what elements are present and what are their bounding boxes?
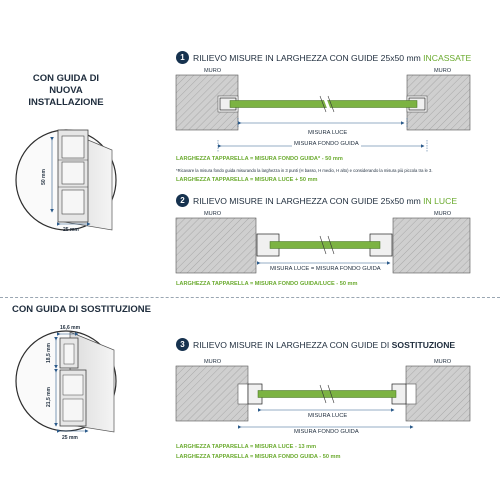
replacement-height-dim: 21,5 mm <box>46 386 53 408</box>
step3-muro-left: MURO <box>204 359 222 365</box>
step1-muro-left: MURO <box>204 68 222 74</box>
section-divider <box>0 297 500 298</box>
step2-number-badge: 2 <box>176 194 189 207</box>
new-install-width-dim: 25 mm <box>63 227 79 233</box>
shutter-slat <box>229 100 418 108</box>
step3-misura-luce: MISURA LUCE <box>306 413 350 419</box>
step2-title: 2 RILIEVO MISURE IN LARGHEZZA CON GUIDE … <box>176 194 457 207</box>
new-install-title: CON GUIDA DI NUOVA INSTALLAZIONE <box>15 73 117 109</box>
step1-title: 1 RILIEVO MISURE IN LARGHEZZA CON GUIDE … <box>176 51 471 64</box>
step1-title-text: RILIEVO MISURE IN LARGHEZZA CON GUIDE 25… <box>193 52 421 63</box>
step1-misura-luce: MISURA LUCE <box>306 130 350 136</box>
replacement-title: CON GUIDA DI SOSTITUZIONE <box>12 304 151 315</box>
step2-title-text: RILIEVO MISURE IN LARGHEZZA CON GUIDE 25… <box>193 195 421 206</box>
replacement-top-dim: 16,6 mm <box>60 325 81 331</box>
step2-formula: LARGHEZZA TAPPARELLA = MISURA FONDO GUID… <box>176 281 358 287</box>
step3-formula1: LARGHEZZA TAPPARELLA = MISURA LUCE - 13 … <box>176 444 317 450</box>
diagram-1-incassate <box>175 74 471 152</box>
new-install-title-line2: INSTALLAZIONE <box>28 97 104 108</box>
step2-misura-label: MISURA LUCE = MISURA FONDO GUIDA <box>268 266 383 272</box>
step1-formula1: LARGHEZZA TAPPARELLA = MISURA FONDO GUID… <box>176 156 343 162</box>
step1-muro-right: MURO <box>434 68 452 74</box>
diagram-3-sostituzione <box>175 365 471 429</box>
step1-misura-fondo-guida: MISURA FONDO GUIDA <box>292 141 361 147</box>
step1-note: *Ricavare la misura fondo guida misurand… <box>176 168 433 173</box>
new-install-height-dim: 50 mm <box>40 169 47 185</box>
replacement-width-dim: 25 mm <box>62 435 78 441</box>
step3-title-highlight: SOSTITUZIONE <box>391 339 456 350</box>
step2-muro-right: MURO <box>434 211 452 217</box>
step1-formula2: LARGHEZZA TAPPARELLA = MISURA LUCE + 50 … <box>176 177 318 183</box>
new-install-title-line1: CON GUIDA DI NUOVA <box>32 73 100 96</box>
new-install-profile-illustration <box>15 129 117 231</box>
replacement-mid-dim: 18,5 mm <box>46 342 53 364</box>
replacement-profile-illustration <box>15 330 117 433</box>
step2-title-highlight: IN LUCE <box>423 195 458 206</box>
step2-muro-left: MURO <box>204 211 222 217</box>
step1-title-highlight: INCASSATE <box>423 52 472 63</box>
step3-number-badge: 3 <box>176 338 189 351</box>
step1-number-badge: 1 <box>176 51 189 64</box>
step3-title-text: RILIEVO MISURE IN LARGHEZZA CON GUIDE DI <box>193 339 390 350</box>
step3-muro-right: MURO <box>434 359 452 365</box>
step3-title: 3 RILIEVO MISURE IN LARGHEZZA CON GUIDE … <box>176 338 455 351</box>
diagram-2-in-luce <box>175 217 471 274</box>
step3-formula2: LARGHEZZA TAPPARELLA = MISURA FONDO GUID… <box>176 454 341 460</box>
step3-misura-fondo-guida: MISURA FONDO GUIDA <box>292 429 361 435</box>
